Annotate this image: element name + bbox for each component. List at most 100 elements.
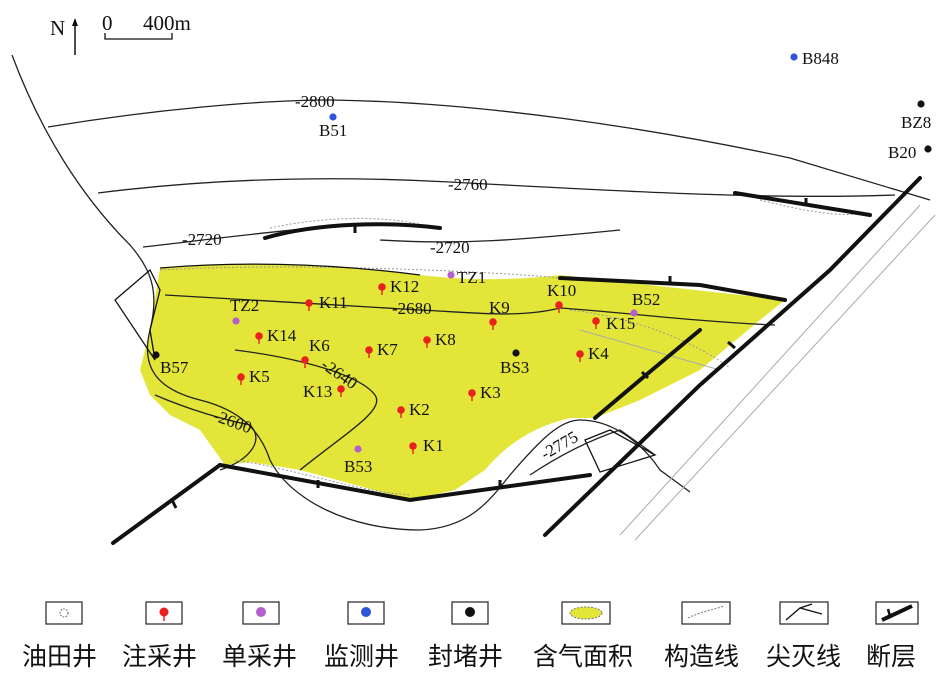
pinchout-line-icon [785,603,823,621]
well-marker [152,351,160,359]
well-b51: B51 [319,113,347,140]
well-label: K9 [489,298,510,317]
well-label: K7 [377,340,398,359]
well-tz1: TZ1 [447,268,486,287]
contour-label: -2720 [430,238,470,257]
well-marker [468,389,476,397]
well-marker [447,271,455,279]
well-label: K14 [267,326,297,345]
fault-north-1 [263,222,442,240]
well-k9: K9 [489,298,510,330]
oil-well-icon [59,608,69,618]
legend-production-well: 单采井 [222,642,297,671]
well-marker [354,445,362,453]
well-marker [924,145,932,153]
well-marker [630,309,638,317]
legend: 油田井 注采井 单采井 监测井 封堵井 含气面积 构造线 尖灭线 [22,601,919,671]
contour-west-boundary [11,54,691,531]
well-k10: K10 [547,281,576,313]
legend-monitoring-well: 监测井 [324,642,399,671]
fault-icon [881,604,913,622]
well-k1: K1 [409,436,444,455]
fault-south-2 [218,463,592,503]
well-k4: K4 [576,344,609,363]
fault-east-main [543,176,922,537]
well-marker [423,336,431,344]
well-tz2: TZ2 [230,296,259,325]
contour-2800-line [47,99,931,201]
legend-box [45,601,83,625]
well-marker [237,373,245,381]
well-k15: K15 [592,314,635,333]
well-marker [512,349,520,357]
well-k8: K8 [423,330,456,349]
well-label: TZ1 [457,268,486,287]
well-k6: K6 [301,336,330,368]
well-label: B53 [344,457,372,476]
well-marker [305,299,313,307]
well-marker [365,346,373,354]
well-marker [576,350,584,358]
well-label: B20 [888,143,916,162]
fault-north-2 [733,191,872,217]
production-well-icon [256,607,266,617]
boundary-gray-lines [579,204,936,541]
well-marker [592,317,600,325]
well-marker [790,53,798,61]
monitoring-well-icon [361,607,371,617]
scale-bar: 0 400m [102,11,191,40]
well-marker [409,442,417,450]
legend-injection-production-well: 注采井 [122,642,197,671]
legend-plugged-well: 封堵井 [428,642,503,671]
legend-structure-line: 构造线 [664,642,739,671]
north-label: N [50,16,65,40]
well-bs3: BS3 [500,349,529,377]
well-label: K15 [606,314,635,333]
injection-well-icon [159,607,169,617]
well-label: K5 [249,367,270,386]
well-b52: B52 [630,290,660,317]
plugged-well-icon [465,607,475,617]
contour-2720b-line [379,229,621,243]
legend-box [681,601,731,625]
well-marker [397,406,405,414]
well-b20: B20 [888,143,932,162]
contour-2760-line [97,178,896,197]
structure-contours [11,54,931,531]
well-label: K11 [319,293,348,312]
legend-box [779,601,829,625]
well-label: TZ2 [230,296,259,315]
contour-label: -2680 [392,299,432,318]
well-b848: B848 [790,49,839,68]
legend-oil-well: 油田井 [22,642,97,671]
well-marker [301,356,309,364]
faults [111,176,922,545]
well-b53: B53 [344,445,372,476]
contour-2775-line [529,429,656,476]
well-marker [378,283,386,291]
well-k13: K13 [303,382,345,401]
scale-zero-label: 0 [102,11,113,35]
well-k7: K7 [365,340,398,359]
well-label: K8 [435,330,456,349]
fault-ticks [170,198,808,509]
well-label: B52 [632,290,660,309]
well-marker [329,113,337,121]
contour-label: -2720 [182,230,222,249]
well-label: B51 [319,121,347,140]
well-k3: K3 [468,383,501,402]
well-bz8: BZ8 [901,100,931,132]
well-k11: K11 [305,293,348,312]
well-k5: K5 [237,367,270,386]
contour-label: -2760 [448,175,488,194]
well-label: K1 [423,436,444,455]
legend-fault: 断层 [866,642,916,671]
contour-2600-line [154,394,257,471]
north-arrow: N [50,16,78,55]
contour-label: -2800 [295,92,335,111]
well-marker [917,100,925,108]
well-label: K12 [390,277,419,296]
scale-distance-label: 400m [143,11,191,35]
